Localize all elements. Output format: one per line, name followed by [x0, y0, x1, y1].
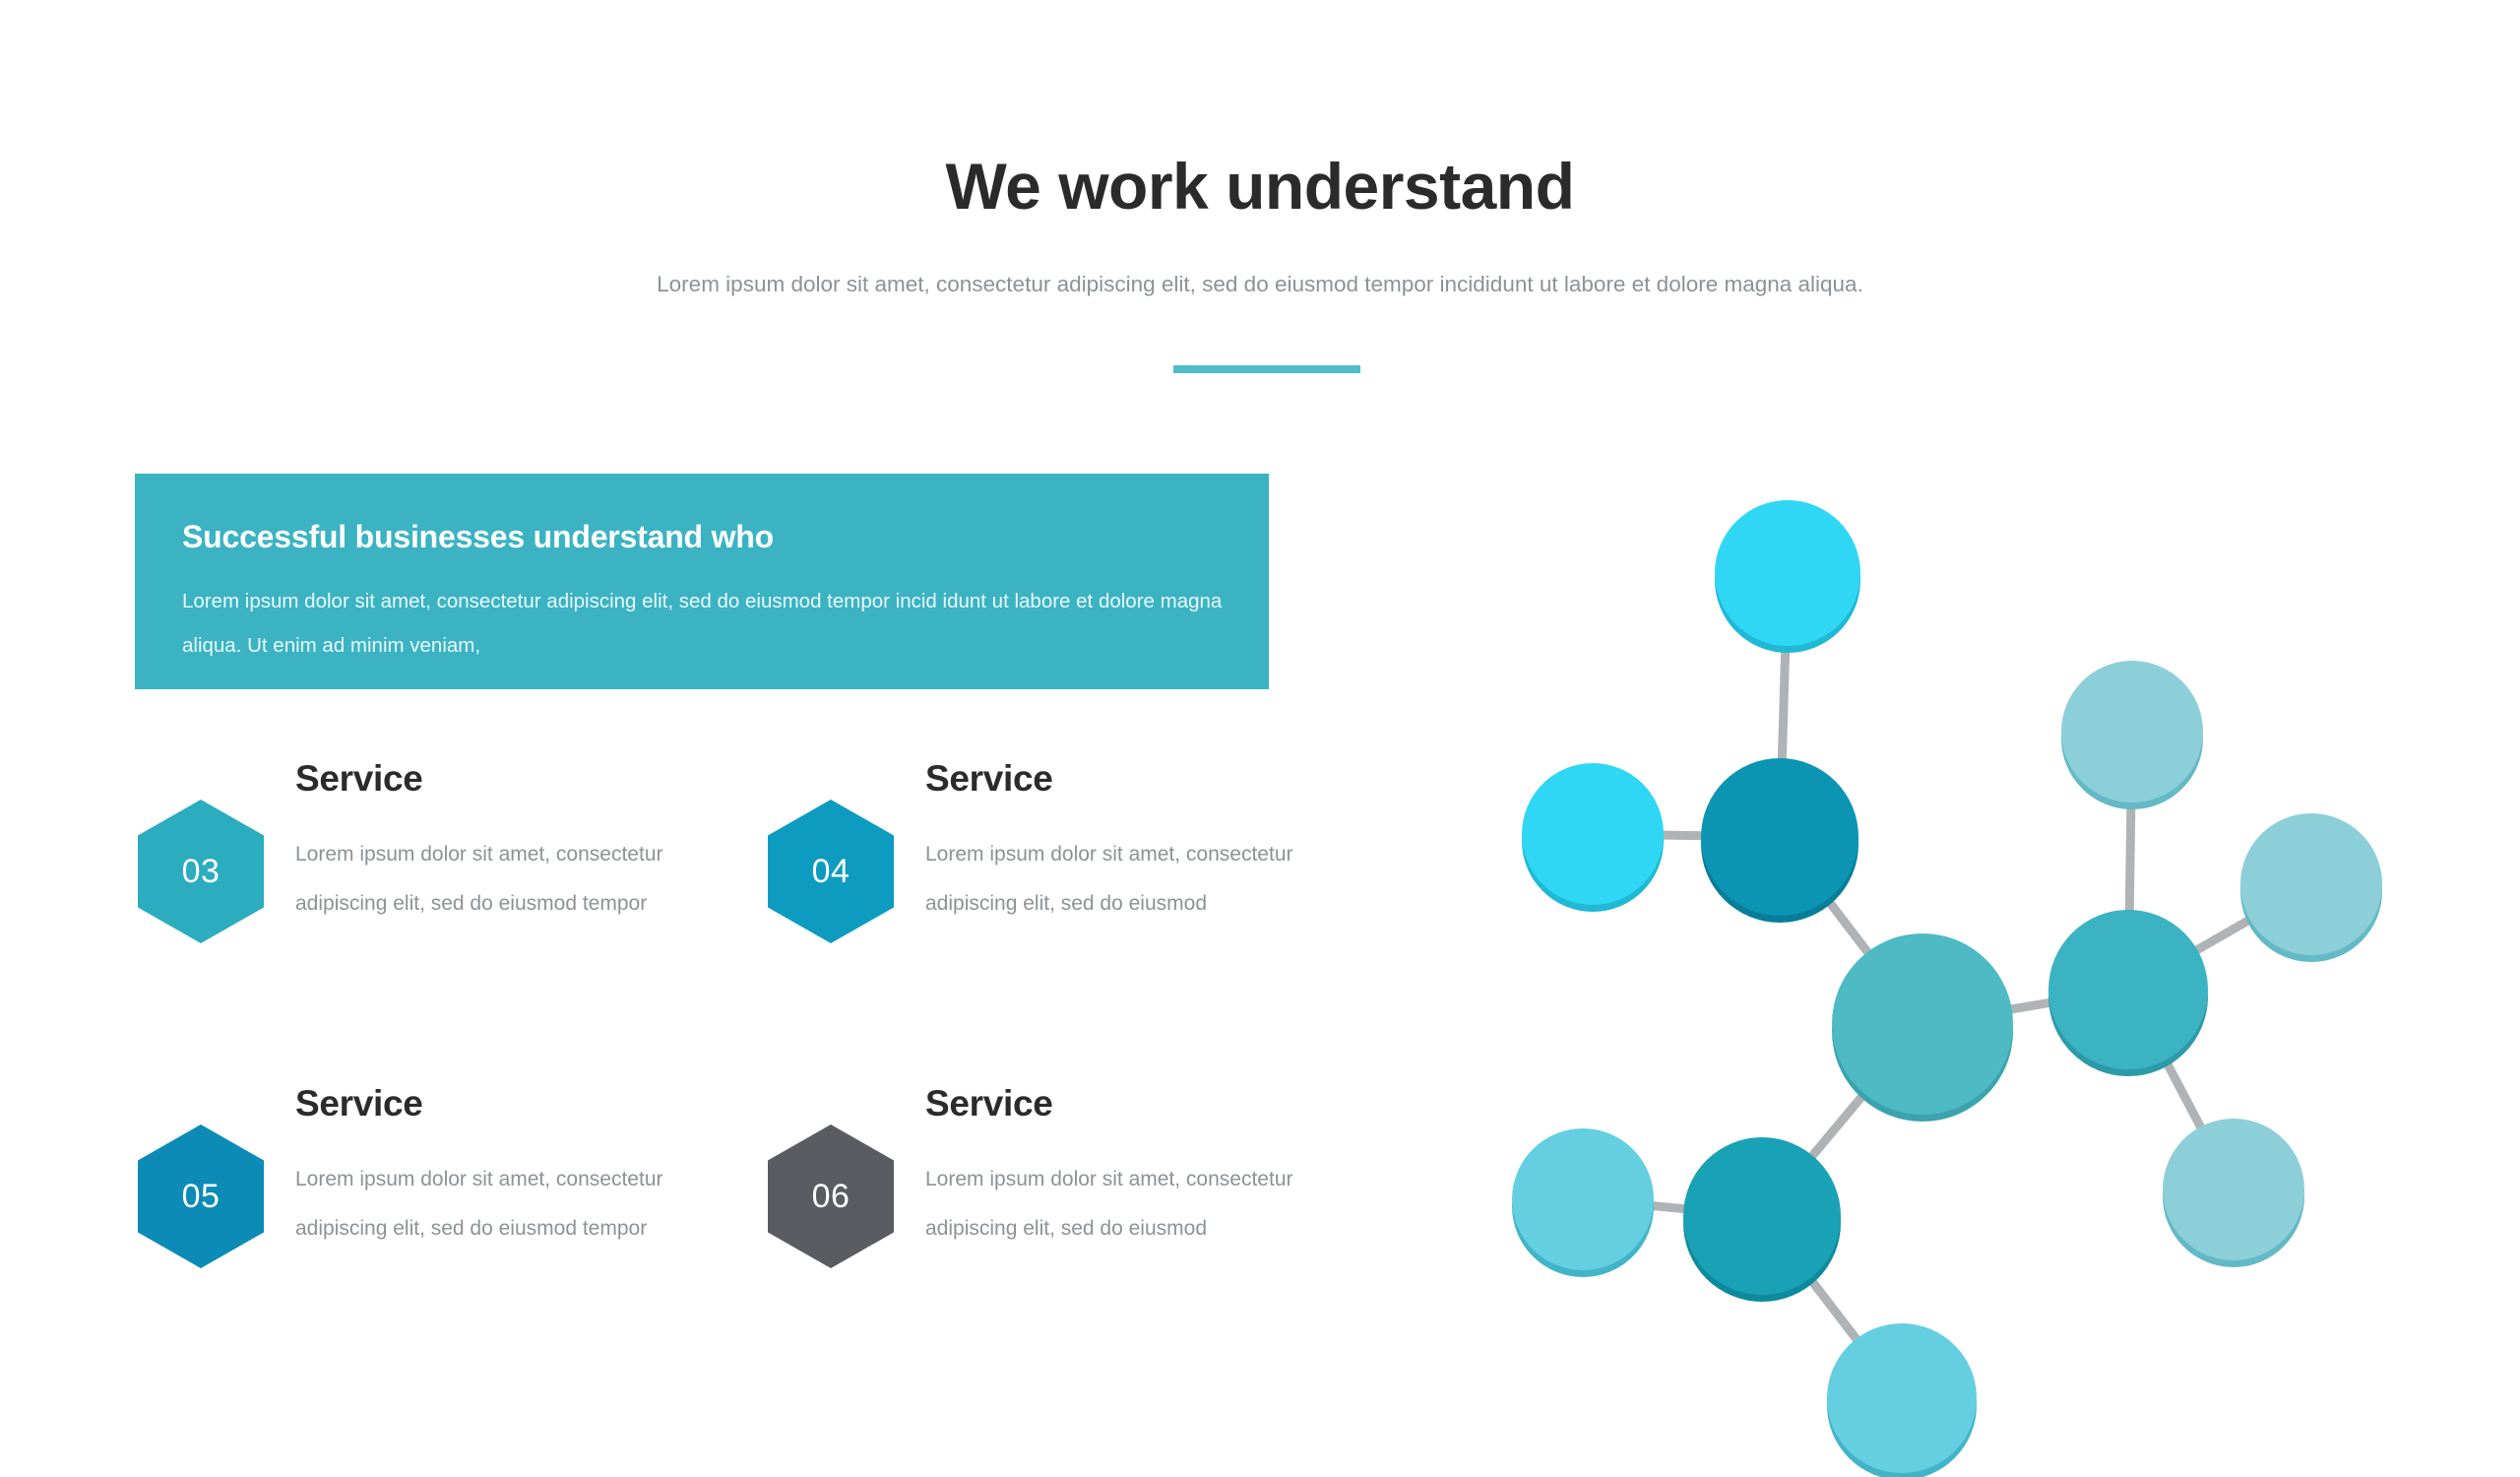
molecule-node[interactable] — [2048, 910, 2208, 1076]
molecule-node[interactable] — [1512, 1128, 1654, 1277]
molecule-node-circle[interactable] — [1683, 1137, 1841, 1295]
service-card-06[interactable]: 06 Service Lorem ipsum dolor sit amet, c… — [765, 1083, 1316, 1408]
molecule-node-circle[interactable] — [2240, 813, 2382, 955]
molecule-node-circle[interactable] — [1701, 758, 1858, 916]
molecule-node-circle[interactable] — [1522, 763, 1664, 905]
hexagon-badge-03: 03 — [138, 800, 264, 943]
molecule-node[interactable] — [1683, 1137, 1841, 1302]
service-title-05: Service — [295, 1083, 423, 1124]
hexagon-number-04: 04 — [811, 853, 850, 890]
service-description-04: Lorem ipsum dolor sit amet, consectetur … — [925, 843, 1293, 915]
hexagon-badge-06: 06 — [768, 1124, 894, 1268]
accent-divider — [1173, 365, 1360, 373]
hexagon-badge-05: 05 — [138, 1124, 264, 1268]
callout-body: Lorem ipsum dolor sit amet, consectetur … — [182, 590, 1223, 657]
callout-panel: Successful businesses understand who Lor… — [135, 474, 1269, 689]
molecule-node-circle[interactable] — [1512, 1128, 1654, 1270]
service-title-03: Service — [295, 758, 423, 799]
slide-root: We work understand Lorem ipsum dolor sit… — [135, 150, 2500, 1477]
molecule-svg-canvas — [1512, 500, 2382, 1477]
services-grid: 03 Service Lorem ipsum dolor sit amet, c… — [135, 758, 1293, 1408]
service-description-03: Lorem ipsum dolor sit amet, consectetur … — [295, 843, 663, 915]
molecule-node[interactable] — [1701, 758, 1858, 923]
service-card-05[interactable]: 05 Service Lorem ipsum dolor sit amet, c… — [135, 1083, 686, 1408]
page-subtitle: Lorem ipsum dolor sit amet, consectetur … — [657, 271, 1863, 296]
molecule-node[interactable] — [2240, 813, 2382, 962]
molecule-node-circle[interactable] — [2048, 910, 2208, 1069]
callout-title: Successful businesses understand who — [182, 519, 774, 554]
molecule-node-circle[interactable] — [1715, 500, 1860, 646]
services-row-bottom: 05 Service Lorem ipsum dolor sit amet, c… — [135, 1083, 1293, 1408]
molecule-node[interactable] — [2163, 1119, 2304, 1267]
molecule-node[interactable] — [2061, 661, 2203, 809]
molecule-node[interactable] — [1715, 500, 1860, 653]
hexagon-number-06: 06 — [811, 1178, 850, 1215]
service-description-05: Lorem ipsum dolor sit amet, consectetur … — [295, 1168, 663, 1240]
hexagon-number-05: 05 — [181, 1178, 220, 1215]
service-description-06: Lorem ipsum dolor sit amet, consectetur … — [925, 1168, 1293, 1240]
molecule-node[interactable] — [1832, 933, 2013, 1122]
molecule-node[interactable] — [1522, 763, 1664, 912]
page-title: We work understand — [945, 150, 1575, 224]
molecule-network-diagram — [1398, 453, 2500, 1477]
molecule-node-circle[interactable] — [2061, 661, 2203, 803]
molecule-node-circle[interactable] — [1827, 1323, 1977, 1473]
molecule-node-circle[interactable] — [2163, 1119, 2304, 1260]
services-row-top: 03 Service Lorem ipsum dolor sit amet, c… — [135, 758, 1293, 1083]
service-card-03[interactable]: 03 Service Lorem ipsum dolor sit amet, c… — [135, 758, 686, 1083]
hexagon-badge-04: 04 — [768, 800, 894, 943]
service-title-04: Service — [925, 758, 1053, 799]
service-card-04[interactable]: 04 Service Lorem ipsum dolor sit amet, c… — [765, 758, 1316, 1083]
molecule-node-circle[interactable] — [1832, 933, 2013, 1115]
service-title-06: Service — [925, 1083, 1053, 1124]
hexagon-number-03: 03 — [181, 853, 220, 890]
molecule-node[interactable] — [1827, 1323, 1977, 1477]
